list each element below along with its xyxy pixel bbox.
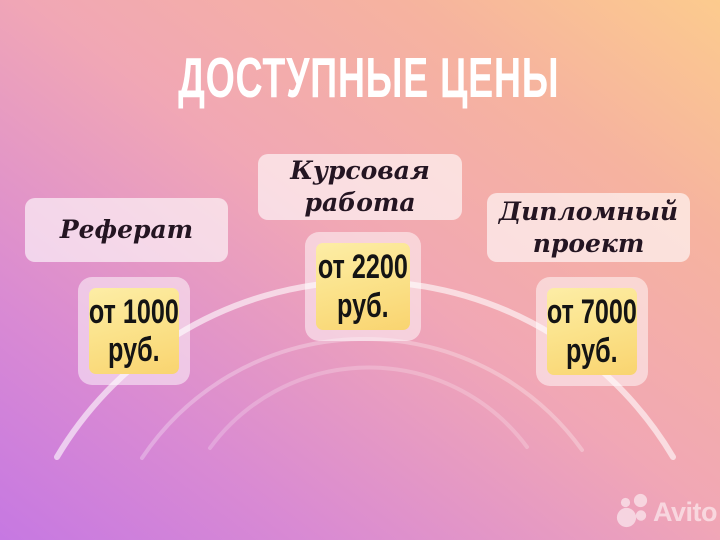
- service-label: Курсовая работа: [290, 156, 430, 217]
- service-card-kursovaya: Курсовая работа: [258, 154, 462, 220]
- avito-brand-text: Avito: [653, 496, 718, 527]
- price-tag: от 2200 руб.: [316, 243, 410, 330]
- price-text: от 7000 руб.: [547, 293, 637, 369]
- avito-watermark: Avito: [610, 492, 718, 532]
- service-label: Реферат: [59, 215, 194, 244]
- price-value: от 7000: [546, 293, 638, 332]
- page-title-text: ДОСТУПНЫЕ ЦЕНЫ: [178, 46, 560, 110]
- service-card-diplomny: Дипломный проект: [487, 193, 690, 262]
- service-label: Дипломный проект: [498, 196, 679, 258]
- price-unit: руб.: [108, 331, 160, 369]
- arc-middle: [140, 337, 584, 460]
- service-card-referat: Реферат: [25, 198, 228, 262]
- price-card-kursovaya: от 2200 руб.: [305, 232, 421, 341]
- price-tag: от 7000 руб.: [547, 288, 637, 375]
- price-value: от 1000: [88, 292, 180, 331]
- arc-inner: [208, 365, 529, 450]
- page-title: ДОСТУПНЫЕ ЦЕНЫ: [0, 50, 720, 107]
- avito-logo-icon: [616, 493, 648, 528]
- price-text: от 2200 руб.: [318, 248, 408, 324]
- price-unit: руб.: [566, 331, 618, 370]
- price-card-referat: от 1000 руб.: [78, 277, 190, 385]
- price-unit: руб.: [337, 286, 389, 325]
- price-card-diplomny: от 7000 руб.: [536, 277, 648, 386]
- price-tag: от 1000 руб.: [89, 288, 179, 374]
- price-text: от 1000 руб.: [89, 293, 179, 369]
- price-value: от 2200: [317, 248, 409, 287]
